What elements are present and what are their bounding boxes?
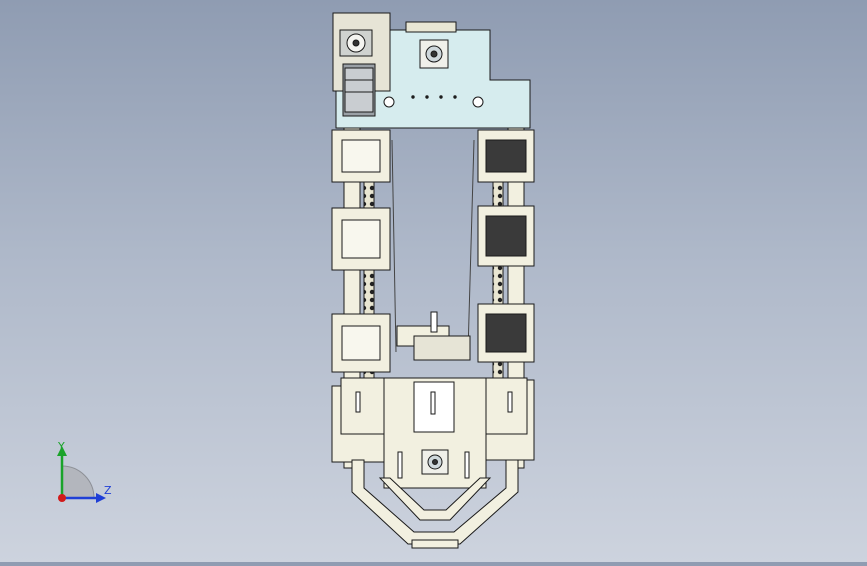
- axis-triad-graphic: Y Z: [57, 440, 112, 503]
- lift-carriage: [340, 311, 528, 489]
- triad-plane-shade: [61, 465, 95, 499]
- guide-wires: [391, 139, 475, 353]
- z-axis-label: Z: [104, 484, 112, 497]
- bearing-housing-icon: [419, 39, 449, 69]
- z-axis-arrowhead: [96, 493, 106, 503]
- y-axis-arrowhead: [57, 446, 67, 456]
- coordinate-triad: Y Z: [40, 438, 120, 518]
- y-axis-label: Y: [57, 440, 65, 453]
- x-axis-origin-dot: [58, 494, 66, 502]
- gear-motor: [332, 12, 391, 117]
- lower-v-frame: [351, 459, 519, 549]
